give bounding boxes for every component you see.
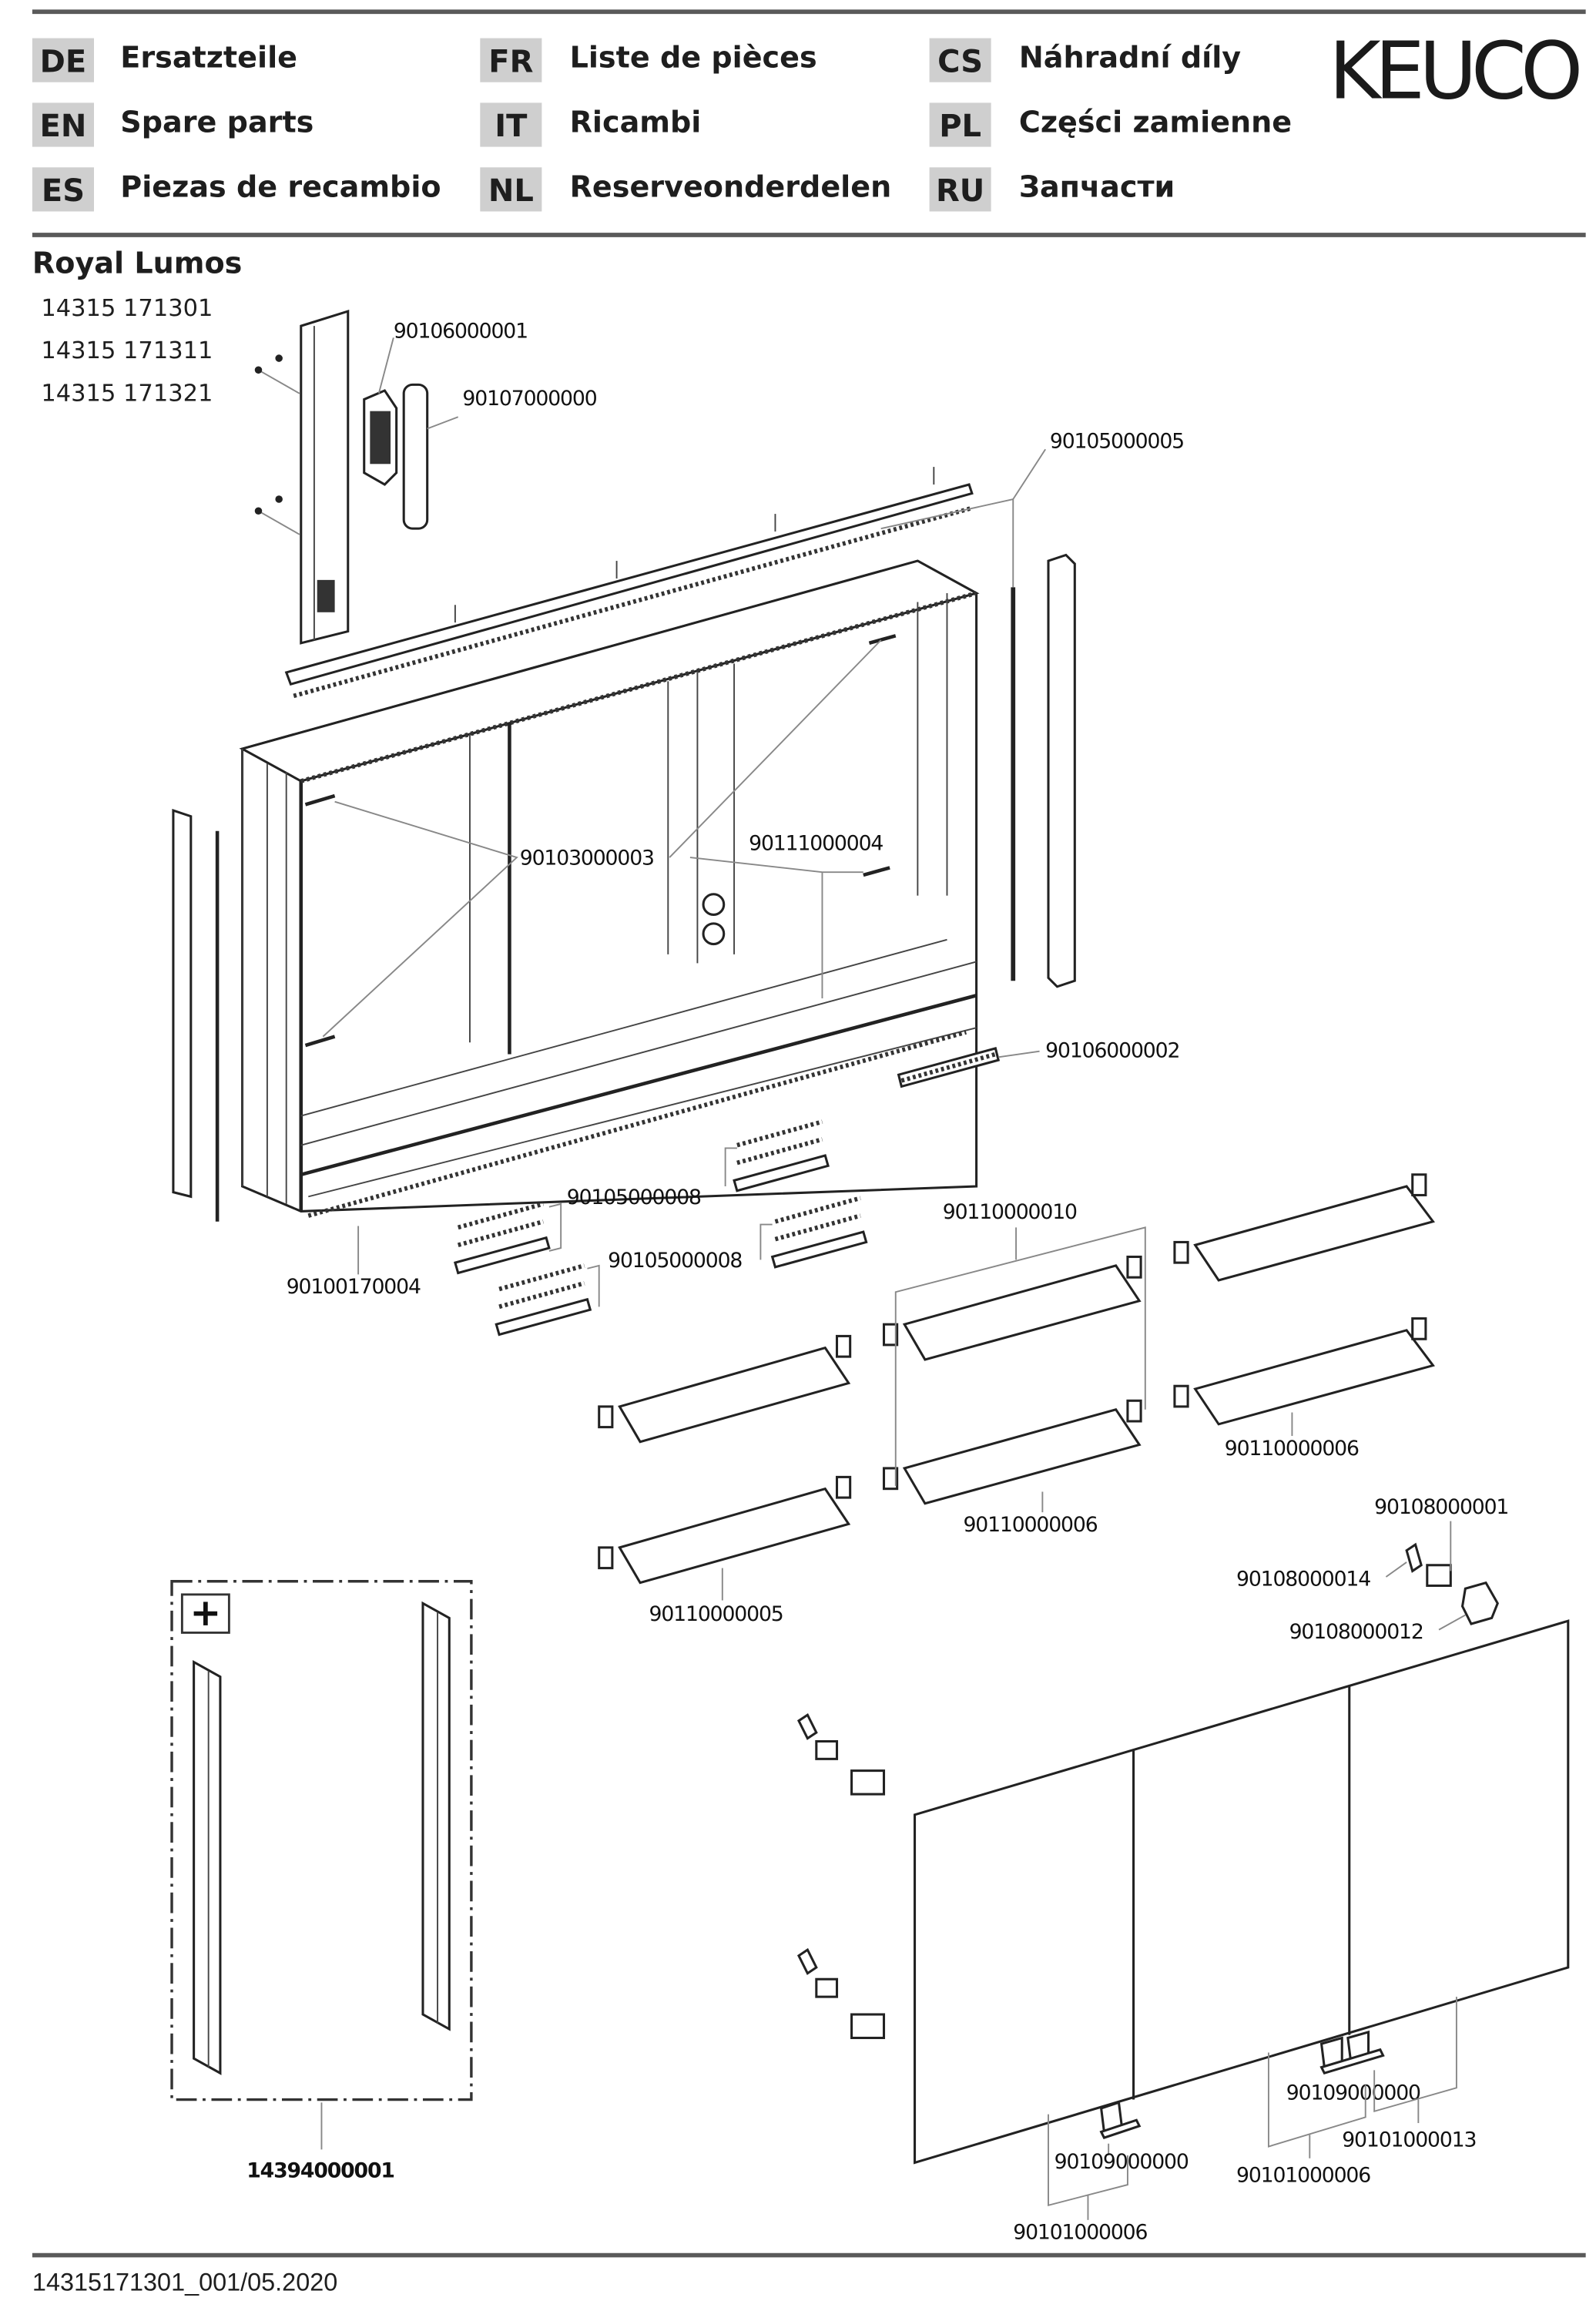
lang-code-badge: [480, 167, 542, 212]
door-handle: [1319, 2030, 1385, 2075]
glass-shelf-mid-left: [598, 1334, 852, 1444]
part-label-sensor-bar: 90106000002: [1045, 1038, 1179, 1062]
part-label-glass-shelf-middle: 90110000006: [963, 1513, 1097, 1537]
plus-icon: [180, 1593, 230, 1634]
light-profile-group: [454, 1119, 830, 1275]
lang-code-ru: RU: [936, 173, 984, 209]
part-label-bottom-strip: 90100170004: [287, 1275, 421, 1299]
part-label-hinge-cover: 90108000014: [1236, 1567, 1370, 1591]
glass-shelf-mid-center: [882, 1255, 1142, 1361]
cabinet-body: [239, 559, 980, 1213]
lang-label-pl: Części zamienne: [1019, 106, 1292, 139]
lang-label-cs: Náhradní díly: [1019, 41, 1241, 75]
glass-shelf-mid-right: [1173, 1317, 1435, 1426]
lang-label-ru: Запчасти: [1019, 169, 1175, 203]
lang-code-pl: PL: [939, 109, 981, 144]
part-label-glass-shelf-left: 90110000005: [649, 1602, 783, 1626]
lang-code-badge: [480, 38, 542, 82]
control-cover-part: [402, 383, 429, 530]
glass-shelf-low-center: [882, 1399, 1142, 1505]
lang-label-it: Ricambi: [570, 106, 702, 139]
sensor-bar-part: [897, 1046, 1001, 1088]
lang-code-nl: NL: [488, 173, 534, 209]
lang-code-badge: [32, 167, 94, 212]
part-label-control-module: 90106000001: [394, 319, 528, 343]
hinge-parts: [1405, 1542, 1499, 1625]
lang-code-en: EN: [40, 109, 87, 144]
right-side-profile-part: [1011, 553, 1076, 988]
lang-code-badge: [929, 167, 991, 212]
accessory-profile-left: [193, 1659, 222, 2075]
lang-label-es: Piezas de recambio: [120, 169, 441, 203]
product-name: Royal Lumos: [32, 247, 242, 280]
language-col-2: FR Liste de pièces IT Ricambi NL Reserve…: [480, 38, 892, 212]
part-label-led-strips: 90103000003: [520, 847, 654, 870]
part-label-accessory-set: 14394000001: [246, 2159, 394, 2183]
lang-code-fr: FR: [488, 44, 533, 79]
lang-code-it: IT: [495, 109, 528, 144]
mirror-doors: [914, 1619, 1570, 2165]
article-number: 14315 171311: [41, 337, 213, 364]
door-hinge-bottom: [796, 1947, 886, 2040]
part-label-door-left: 90101000006: [1013, 2221, 1147, 2245]
language-col-1: DE Ersatzteile EN Spare parts ES Piezas …: [32, 38, 441, 212]
part-label-handle-right: 90109000000: [1286, 2081, 1420, 2105]
left-side-profile-part: [172, 808, 220, 1222]
control-panel-part: [254, 309, 350, 645]
part-label-light-profiles-a: 90105000008: [567, 1186, 701, 1209]
article-number: 14315 171321: [41, 380, 213, 407]
lang-label-nl: Reserveonderdelen: [570, 169, 892, 203]
lang-code-es: ES: [42, 173, 85, 209]
part-label-light-profiles-b: 90105000008: [608, 1249, 742, 1273]
part-label-profile-strips: 90105000005: [1050, 429, 1184, 453]
lang-code-badge: [480, 102, 542, 147]
lang-code-badge: [929, 38, 991, 82]
part-label-glass-shelf-right: 90110000006: [1225, 1437, 1359, 1461]
control-module-part: [363, 389, 398, 486]
part-label-shelf-set: 90110000010: [943, 1200, 1077, 1224]
lang-label-fr: Liste de pièces: [570, 41, 817, 75]
light-profile-group: [495, 1196, 868, 1337]
lang-code-badge: [32, 38, 94, 82]
lang-code-badge: [929, 102, 991, 147]
part-label-door-right: 90101000013: [1342, 2128, 1476, 2152]
door-handle: [1099, 2101, 1142, 2139]
document-id: 14315171301_001/05.2020: [32, 2268, 337, 2296]
glass-shelf-low-left: [598, 1475, 852, 1585]
article-number: 14315 171301: [41, 295, 213, 322]
part-label-control-cover: 90107000000: [462, 387, 596, 411]
brand-logo: KEUCO: [1329, 25, 1579, 118]
language-col-3: CS Náhradní díly PL Części zamienne RU З…: [929, 38, 1292, 212]
part-label-hinge: 90108000001: [1374, 1495, 1508, 1519]
part-label-shelf-lights: 90111000004: [749, 832, 883, 856]
lang-code-de: DE: [40, 44, 87, 79]
bottom-strip-part: [307, 1030, 967, 1218]
part-label-hinge-plate: 90108000012: [1289, 1620, 1423, 1644]
part-label-handle-left: 90109000000: [1054, 2150, 1189, 2174]
lang-code-cs: CS: [937, 44, 983, 79]
top-profile-part: [284, 467, 974, 699]
accessory-profile-right: [421, 1601, 451, 2031]
part-label-door-middle: 90101000006: [1236, 2163, 1370, 2187]
lang-code-badge: [32, 102, 94, 147]
glass-shelf-top-right: [1173, 1173, 1435, 1282]
lang-label-en: Spare parts: [120, 106, 314, 139]
door-hinge-top: [796, 1712, 886, 1796]
lang-label-de: Ersatzteile: [120, 41, 297, 75]
accessory-set-box: [170, 1580, 473, 2101]
